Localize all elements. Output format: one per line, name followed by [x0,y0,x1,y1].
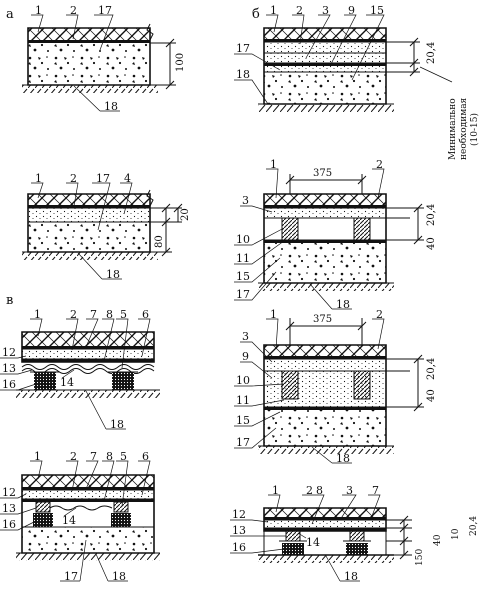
callout-17: 17 [96,172,110,185]
callout-9: 9 [348,4,355,17]
callout-1: 1 [35,172,42,185]
callout-1: 1 [272,484,279,497]
callout-2: 2 [70,308,77,321]
dim-40: 40 [433,534,443,546]
callout-17: 17 [236,436,250,449]
callout-16: 16 [2,518,16,531]
callout-13: 13 [2,362,16,375]
callout-17: 17 [236,42,250,55]
callout-7: 7 [90,308,97,321]
callout-7: 7 [90,450,97,463]
dim-20-4: 20,4 [469,516,479,536]
callout-15: 15 [370,4,384,17]
callout-10: 10 [236,233,250,246]
dim-40: 40 [426,237,437,250]
callout-9: 9 [242,350,249,363]
dim-20-4: 20,4 [426,42,437,64]
callout-17: 17 [98,4,112,17]
callout-16: 16 [2,378,16,391]
dim-150: 150 [415,549,425,566]
section-label-a: а [6,7,14,22]
callout-1: 1 [270,158,277,171]
dim-40: 40 [426,389,437,402]
callout-2: 2 [70,172,77,185]
dim-20: 20 [180,208,191,221]
callout-18: 18 [236,68,250,81]
callout-2: 2 [296,4,303,17]
section-b-floor-on-layers: 20,4 Минимально необходимая (10-15) 1 2 … [234,4,480,160]
dim-375: 375 [313,168,332,179]
callout-8: 8 [316,484,323,497]
callout-3: 3 [242,194,249,207]
callout-1: 1 [35,4,42,17]
section-b-floor-on-joists: 375 20,4 40 1 2 3 10 11 15 17 18 [234,158,437,311]
callout-8: 8 [106,308,113,321]
callout-1: 1 [34,308,41,321]
callout-12: 12 [2,486,16,499]
callout-5: 5 [120,308,127,321]
dim-20-4: 20,4 [426,358,437,380]
section-label-b: б [252,7,260,22]
callout-4: 4 [124,172,131,185]
dim-20-4: 20,4 [426,204,437,226]
callout-7: 7 [372,484,379,497]
callout-13: 13 [2,502,16,515]
callout-5: 5 [120,450,127,463]
callout-2: 2 [306,484,313,497]
callout-15: 15 [236,414,250,427]
callout-1: 1 [270,4,277,17]
section-a-floor-on-screed: 80 20 1 2 17 4 18 [22,172,191,281]
callout-18: 18 [344,570,358,583]
callout-8: 8 [106,450,113,463]
callout-18: 18 [104,100,118,113]
section-v-floor-on-pads-concrete: 1 2 7 8 5 6 12 13 14 16 17 18 [0,450,160,583]
callout-2: 2 [376,158,383,171]
callout-14: 14 [60,376,74,389]
callout-11: 11 [236,252,250,265]
dim-80: 80 [154,235,165,248]
callout-6: 6 [142,308,149,321]
callout-3: 3 [242,330,249,343]
section-v-floor-on-pads: 1 2 7 8 5 6 12 13 14 16 18 [0,308,160,431]
callout-14: 14 [306,536,320,549]
callout-1: 1 [34,450,41,463]
callout-12: 12 [2,346,16,359]
dim-375: 375 [313,314,332,325]
note-required: необходимая [458,97,469,160]
callout-18: 18 [106,268,120,281]
callout-2: 2 [376,308,383,321]
section-b-floor-on-joists-sand: 375 20,4 40 1 2 3 9 10 11 15 17 18 [234,308,437,465]
callout-18: 18 [112,570,126,583]
callout-2: 2 [70,4,77,17]
callout-2: 2 [70,450,77,463]
callout-11: 11 [236,394,250,407]
callout-18: 18 [336,298,350,311]
callout-15: 15 [236,270,250,283]
callout-18: 18 [336,452,350,465]
callout-18: 18 [110,418,124,431]
dim-10: 10 [451,528,461,540]
section-b-floor-on-posts: 20,4 40 10 150 1 2 8 3 7 12 13 14 16 18 [230,484,479,583]
note-minimum: Минимально [448,98,458,160]
callout-10: 10 [236,374,250,387]
dim-100: 100 [175,53,186,72]
callout-12: 12 [232,508,246,521]
callout-14: 14 [62,514,76,527]
note-range: (10-15) [469,113,480,146]
callout-1: 1 [270,308,277,321]
callout-17: 17 [236,288,250,301]
callout-17: 17 [64,570,78,583]
section-a-floor-on-concrete: 100 1 2 17 18 [22,4,186,113]
callout-3: 3 [346,484,353,497]
section-label-v: в [6,293,13,308]
callout-16: 16 [232,541,246,554]
callout-6: 6 [142,450,149,463]
callout-13: 13 [232,524,246,537]
callout-3: 3 [322,4,329,17]
